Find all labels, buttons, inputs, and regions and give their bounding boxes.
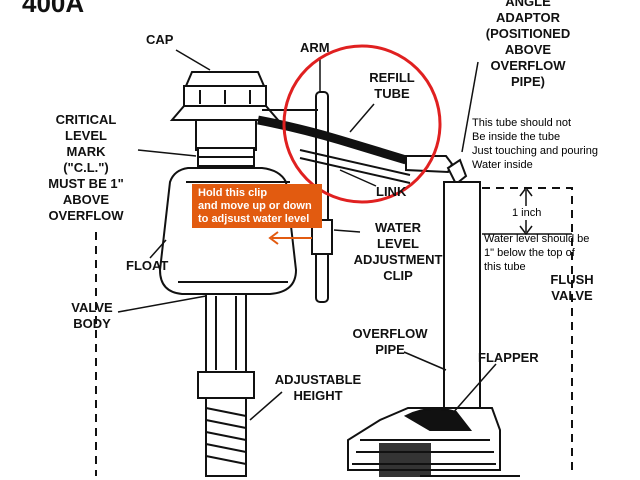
water-level-note: Water level should be 1" below the top o… [484,233,589,273]
svg-text:Hold this clip: Hold this clip [198,187,267,199]
svg-text:ADJUSTABLE: ADJUSTABLE [275,372,362,387]
label-valve-body: VALVE BODY [71,300,113,331]
svg-text:ADAPTOR: ADAPTOR [496,10,561,25]
svg-text:(POSITIONED: (POSITIONED [486,26,571,41]
one-inch-marker [482,186,572,236]
svg-text:Water inside: Water inside [472,159,533,171]
svg-text:ADJUSTMENT: ADJUSTMENT [354,252,443,267]
clip-note-box [192,184,322,228]
svg-text:1" below the top of: 1" below the top of [484,247,576,259]
tube-note: This tube should not Be inside the tube … [472,117,598,171]
svg-text:OVERFLOW: OVERFLOW [48,208,124,223]
label-float: FLOAT [126,258,168,273]
svg-text:("C.L."): ("C.L.") [63,160,109,175]
svg-text:VALVE: VALVE [71,300,113,315]
svg-text:REFILL: REFILL [369,70,415,85]
label-flush-valve: FLUSH VALVE [550,272,593,303]
diagram-title: 400A [22,0,84,18]
svg-text:this tube: this tube [484,261,526,273]
svg-text:OVERFLOW: OVERFLOW [352,326,428,341]
svg-text:WATER: WATER [375,220,422,235]
svg-text:Be inside the tube: Be inside the tube [472,131,560,143]
svg-text:and move up or down: and move up or down [198,200,312,212]
label-link: LINK [376,184,407,199]
svg-text:PIPE: PIPE [375,342,405,357]
refill-tube [257,115,408,165]
label-refill-tube: REFILL TUBE [369,70,415,101]
svg-text:ABOVE: ABOVE [505,42,552,57]
svg-text:HEIGHT: HEIGHT [293,388,342,403]
svg-text:to adjsust water level: to adjsust water level [198,213,309,225]
svg-text:This tube should not: This tube should not [472,117,571,129]
svg-text:MUST BE 1": MUST BE 1" [48,176,124,191]
svg-text:ANGLE: ANGLE [505,0,551,9]
highlight-circle [282,44,442,204]
svg-text:LEVEL: LEVEL [65,128,107,143]
svg-text:MARK: MARK [67,144,107,159]
label-water-level-clip: WATER LEVEL ADJUSTMENT CLIP [354,220,443,283]
clip-note: Hold this clip and move up or down to ad… [198,187,312,225]
label-adjustable-height: ADJUSTABLE HEIGHT [275,372,362,403]
svg-text:BODY: BODY [73,316,111,331]
svg-text:Water level should be: Water level should be [484,233,589,245]
svg-text:LEVEL: LEVEL [377,236,419,251]
leader-lines [117,49,497,421]
label-overflow-pipe: OVERFLOW PIPE [352,326,428,357]
svg-text:VALVE: VALVE [551,288,593,303]
svg-text:CRITICAL: CRITICAL [56,112,117,127]
cap-top [184,71,266,87]
label-angle-adaptor: ANGLE ADAPTOR (POSITIONED ABOVE OVERFLOW… [486,0,571,89]
svg-text:CLIP: CLIP [383,268,413,283]
svg-text:PIPE): PIPE) [511,74,545,89]
svg-text:ABOVE: ABOVE [63,192,110,207]
label-cap: CAP [146,32,174,47]
label-arm: ARM [300,40,330,55]
svg-text:Just touching and pouring: Just touching and pouring [472,145,598,157]
label-critical-level: CRITICAL LEVEL MARK ("C.L.") MUST BE 1" … [48,112,124,223]
overflow-pipe [443,181,481,413]
label-flapper: FLAPPER [478,350,539,365]
one-inch-label: 1 inch [512,207,541,219]
svg-text:FLUSH: FLUSH [550,272,593,287]
svg-text:TUBE: TUBE [374,86,410,101]
svg-text:OVERFLOW: OVERFLOW [490,58,566,73]
